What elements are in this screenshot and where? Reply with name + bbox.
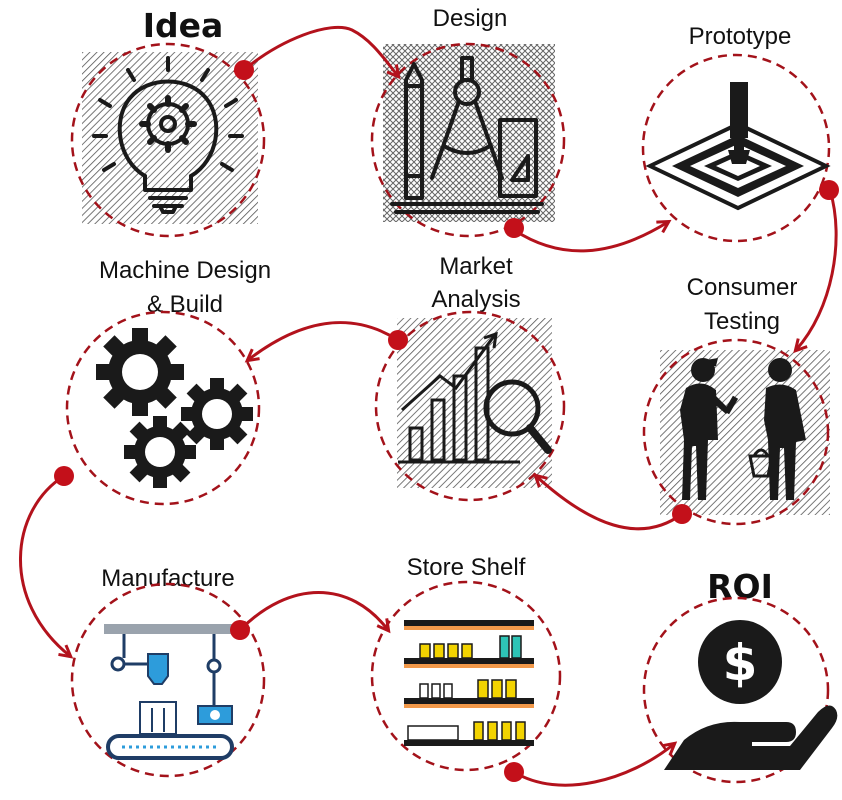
store-ring <box>370 580 562 772</box>
roi-ring <box>642 596 830 784</box>
connector-design-prototype <box>513 222 668 253</box>
design-hatch <box>383 44 555 222</box>
connector-market-machine <box>248 321 399 360</box>
market-label-line2: Analysis <box>431 286 520 313</box>
idea-label: Idea <box>143 6 224 45</box>
machine-ring <box>65 310 261 506</box>
connector-manufacture-store <box>238 591 388 631</box>
shoppers-icon <box>680 358 806 500</box>
connector-store-roi <box>513 744 674 787</box>
connector-dot <box>234 60 254 80</box>
idea-ring <box>70 42 266 238</box>
consumer-label-line1: Consumer <box>687 274 798 301</box>
machine-label-line1: Machine Design <box>99 257 271 284</box>
growth-chart-magnifier-icon <box>398 331 552 464</box>
connector-machine-manufacture <box>19 474 70 656</box>
roi-label: ROI <box>707 567 773 606</box>
connector-dot <box>504 218 524 238</box>
assembly-line-icon <box>104 624 238 760</box>
prototype-ring <box>641 53 831 243</box>
manufacture-ring <box>70 582 266 778</box>
connector-consumer-market <box>536 476 683 531</box>
connector-dot <box>672 504 692 524</box>
connector-dot <box>504 762 524 782</box>
3d-printer-icon <box>645 82 831 211</box>
design-label: Design <box>433 5 508 32</box>
store-shelves-icon <box>404 620 534 746</box>
connector-prototype-consumer <box>796 189 838 350</box>
market-label-line1: Market <box>439 253 513 280</box>
drafting-compass-icon <box>390 56 544 214</box>
connector-dot <box>819 180 839 200</box>
lightbulb-gear-icon <box>92 56 244 214</box>
manufacture-label: Manufacture <box>101 565 234 592</box>
connector-dot <box>388 330 408 350</box>
hand-dollar-coin-icon: $ <box>664 620 838 770</box>
connector-dot <box>230 620 250 640</box>
connector-dot <box>54 466 74 486</box>
design-ring <box>370 42 566 238</box>
prototype-label: Prototype <box>689 23 792 50</box>
svg-text:$: $ <box>723 634 758 692</box>
consumer-ring <box>642 338 830 526</box>
consumer-label-line2: Testing <box>704 308 780 335</box>
connector-idea-design <box>243 25 398 76</box>
gears-icon <box>96 328 253 488</box>
market-ring <box>374 310 566 502</box>
store-label: Store Shelf <box>407 554 526 581</box>
